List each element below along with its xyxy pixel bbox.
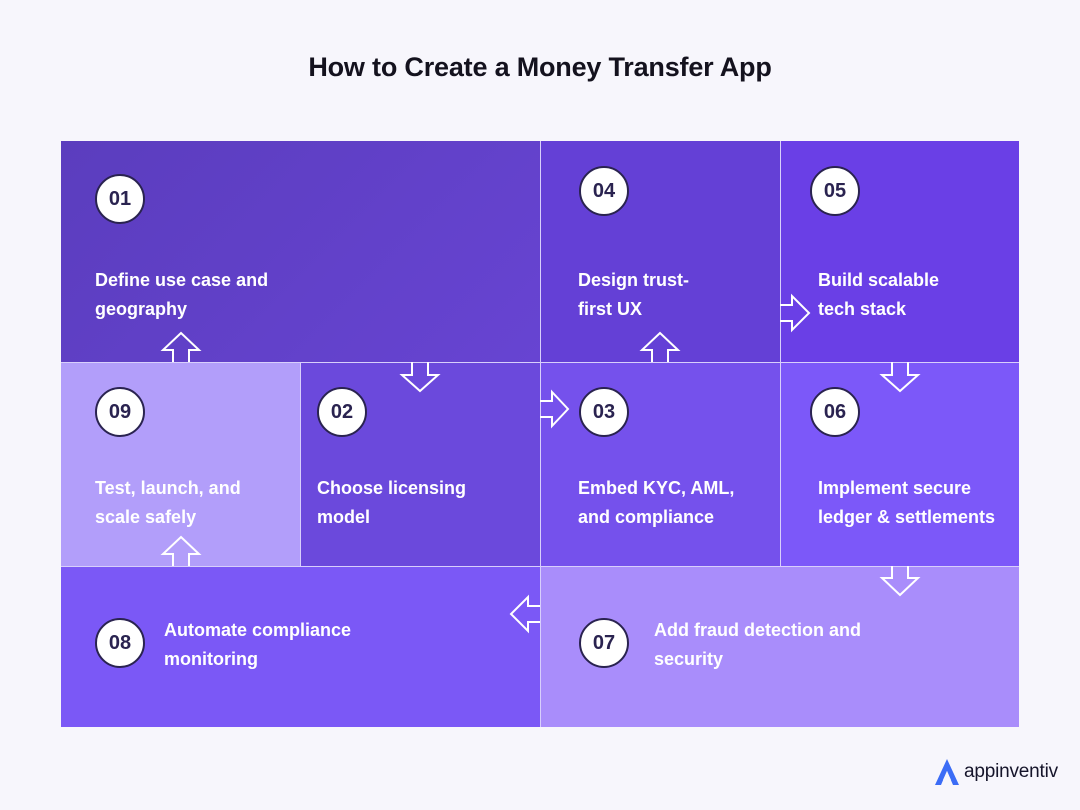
step-06-box: 06 Implement secure ledger & settlements: [780, 362, 1019, 566]
step-09-box: 09 Test, launch, and scale safely: [61, 362, 300, 566]
arrow-right-icon: [780, 293, 811, 333]
step-number-badge: 01: [95, 174, 145, 224]
arrow-right-icon: [540, 389, 570, 429]
step-number-badge: 05: [810, 166, 860, 216]
page-title: How to Create a Money Transfer App: [308, 52, 772, 82]
step-label: Define use case and geography: [95, 270, 269, 319]
step-number-badge: 08: [95, 618, 145, 668]
arrow-up-icon: [160, 535, 202, 566]
arrow-down-icon: [879, 566, 921, 597]
step-08-box: 08 Automate compliance monitoring: [61, 566, 540, 727]
step-03-box: 03 Embed KYC, AML, and compliance: [540, 362, 780, 566]
step-label: Choose licensing model: [317, 478, 467, 527]
step-label: Embed KYC, AML, and compliance: [578, 478, 735, 527]
step-number-badge: 04: [579, 166, 629, 216]
step-02-box: 02 Choose licensing model: [300, 362, 540, 566]
logo-text: appinventiv: [964, 761, 1058, 782]
step-number-badge: 06: [810, 387, 860, 437]
step-label: Test, launch, and scale safely: [95, 478, 241, 527]
brand-logo: appinventiv: [934, 757, 1058, 787]
step-label: Design trust- first UX: [578, 270, 690, 319]
arrow-down-icon: [879, 362, 921, 393]
step-label: Automate compliance monitoring: [164, 620, 352, 669]
step-label: Implement secure ledger & settlements: [818, 478, 996, 527]
step-label: Build scalable tech stack: [818, 270, 940, 319]
arrow-down-icon: [399, 362, 441, 393]
step-01-box: 01 Define use case and geography: [61, 141, 540, 362]
arrow-up-icon: [639, 331, 681, 362]
step-07-box: 07 Add fraud detection and security: [540, 566, 1019, 727]
step-number-badge: 09: [95, 387, 145, 437]
step-label: Add fraud detection and security: [654, 620, 861, 669]
appinventiv-logo-icon: [935, 759, 959, 785]
arrow-up-icon: [160, 331, 202, 362]
step-05-box: 05 Build scalable tech stack: [780, 141, 1019, 362]
arrow-left-icon: [509, 594, 540, 634]
step-04-box: 04 Design trust- first UX: [540, 141, 780, 362]
step-number-badge: 03: [579, 387, 629, 437]
step-number-badge: 07: [579, 618, 629, 668]
step-number-badge: 02: [317, 387, 367, 437]
